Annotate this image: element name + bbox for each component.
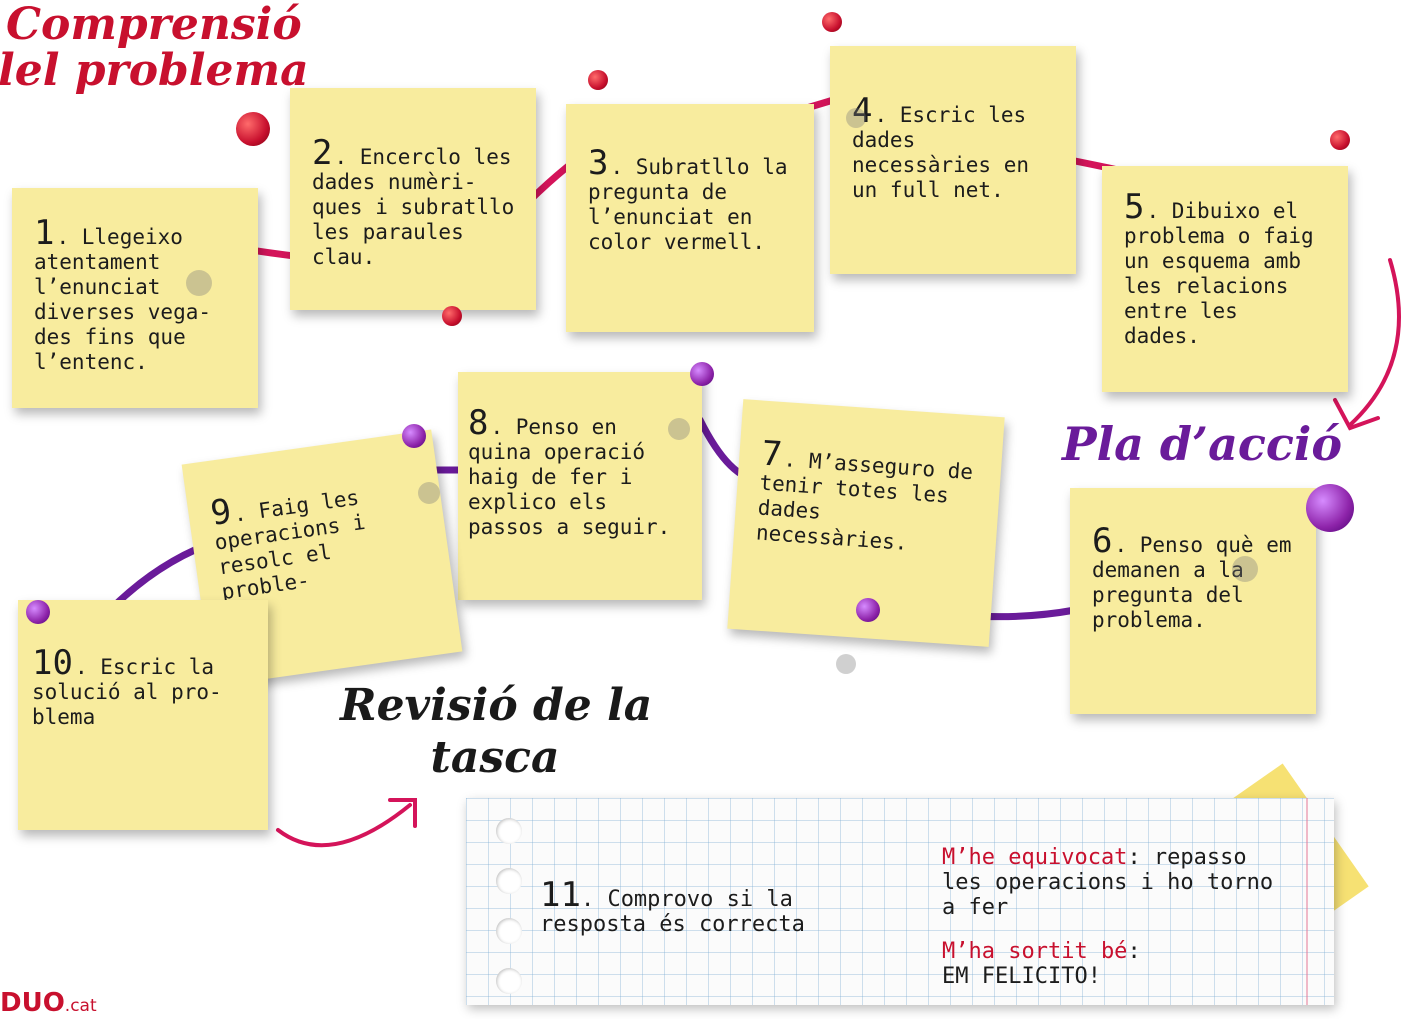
step-number: 6 (1092, 521, 1113, 561)
note-step-4: 4. Escric les dades necessàries en un fu… (830, 46, 1076, 274)
pin-icon (1330, 130, 1350, 150)
step-number: 3 (588, 143, 609, 183)
heading-review-line2: tasca (430, 732, 560, 784)
note-step-1: 1. Llegeixo atentament l’enunciat divers… (12, 188, 258, 408)
step-text: . Escric la solució al pro- blema (32, 655, 222, 729)
arrow-10-11-head (388, 798, 417, 828)
arrow-10-11 (276, 803, 412, 848)
paper-hole (496, 818, 522, 844)
pin-icon (690, 362, 714, 386)
step-number: 5 (1124, 187, 1145, 227)
outcome-right-text: : EM FELICITO! (942, 939, 1141, 989)
note-step-6: 6. Penso què em demanen a la pregunta de… (1070, 488, 1316, 714)
step-text: . Dibuixo el problema o faig un esquema … (1124, 199, 1314, 348)
note-step-5: 5. Dibuixo el problema o faig un esquema… (1102, 166, 1348, 392)
paper-hole (496, 868, 522, 894)
pin-shadow (836, 654, 856, 674)
outcome-wrong: M’he equivocat: repasso les operacions i… (942, 820, 1273, 920)
note-step-2: 2. Encerclo les dades numèri- ques i sub… (290, 88, 536, 310)
outcome-right-label: M’ha sortit bé (942, 939, 1128, 964)
step-number: 10 (32, 643, 73, 683)
note-step-8: 8. Penso en quina operació haig de fer i… (458, 372, 702, 600)
heading-comprehension-line1: Comprensió (6, 0, 302, 50)
step-number: 8 (468, 403, 489, 443)
paper-hole (496, 968, 522, 994)
pin-icon (402, 424, 426, 448)
step-number: 11 (540, 875, 581, 915)
step-text: . Encerclo les dades numèri- ques i subr… (312, 145, 515, 269)
notebook-paper (466, 798, 1334, 1005)
step-text: . M’asseguro de tenir totes les dades ne… (755, 447, 974, 555)
pin-icon (822, 12, 842, 32)
pin-icon (236, 112, 270, 146)
step-text: . Comprovo si la resposta és correcta (540, 887, 805, 937)
heading-comprehension-line2: lel problema (0, 45, 309, 97)
brand-name: DUO (0, 988, 65, 1018)
step-text: . Escric les dades necessàries en un ful… (852, 103, 1030, 202)
pin-icon (856, 598, 880, 622)
step-text: . Penso en quina operació haig de fer i … (468, 415, 671, 539)
step-text: . Subratllo la pregunta de l’enunciat en… (588, 155, 788, 254)
note-step-3: 3. Subratllo la pregunta de l’enunciat e… (566, 104, 814, 332)
pin-shadow (846, 108, 866, 128)
heading-plan: Pla d’acció (1062, 417, 1343, 471)
outcome-wrong-text: : repasso les operacions i ho torno a fe… (942, 845, 1274, 920)
outcome-wrong-label: M’he equivocat (942, 845, 1128, 870)
heading-review: Revisió de la tasca (340, 680, 653, 784)
step-11: 11. Comprovo si la resposta és correcta (540, 858, 805, 937)
heading-comprehension: Comprensió lel problema (0, 0, 309, 94)
heading-review-line1: Revisió de la (340, 680, 653, 731)
pin-shadow (186, 270, 212, 296)
step-text: . Llegeixo atentament l’enunciat diverse… (34, 225, 212, 374)
step-number: 1 (34, 213, 55, 253)
pin-shadow (418, 482, 440, 504)
pin-icon (588, 70, 608, 90)
step-number: 4 (852, 91, 873, 131)
step-number: 7 (760, 433, 784, 475)
step-text: . Penso què em demanen a la pregunta del… (1092, 533, 1292, 632)
note-step-10: 10. Escric la solució al pro- blema (18, 600, 268, 830)
brand-logo: DUO.cat (0, 990, 97, 1019)
step-number: 2 (312, 133, 333, 173)
pin-icon (1306, 484, 1354, 532)
pin-icon (26, 600, 50, 624)
brand-suffix: .cat (64, 996, 97, 1016)
pin-shadow (668, 418, 690, 440)
arrow-5-6-head (1333, 398, 1380, 431)
pin-icon (442, 306, 462, 326)
outcome-right: M’ha sortit bé: EM FELICITO! (942, 914, 1141, 989)
arrow-5-6 (1348, 258, 1401, 427)
paper-margin-line (1306, 798, 1308, 1005)
pin-shadow (1232, 556, 1258, 582)
paper-hole (496, 918, 522, 944)
